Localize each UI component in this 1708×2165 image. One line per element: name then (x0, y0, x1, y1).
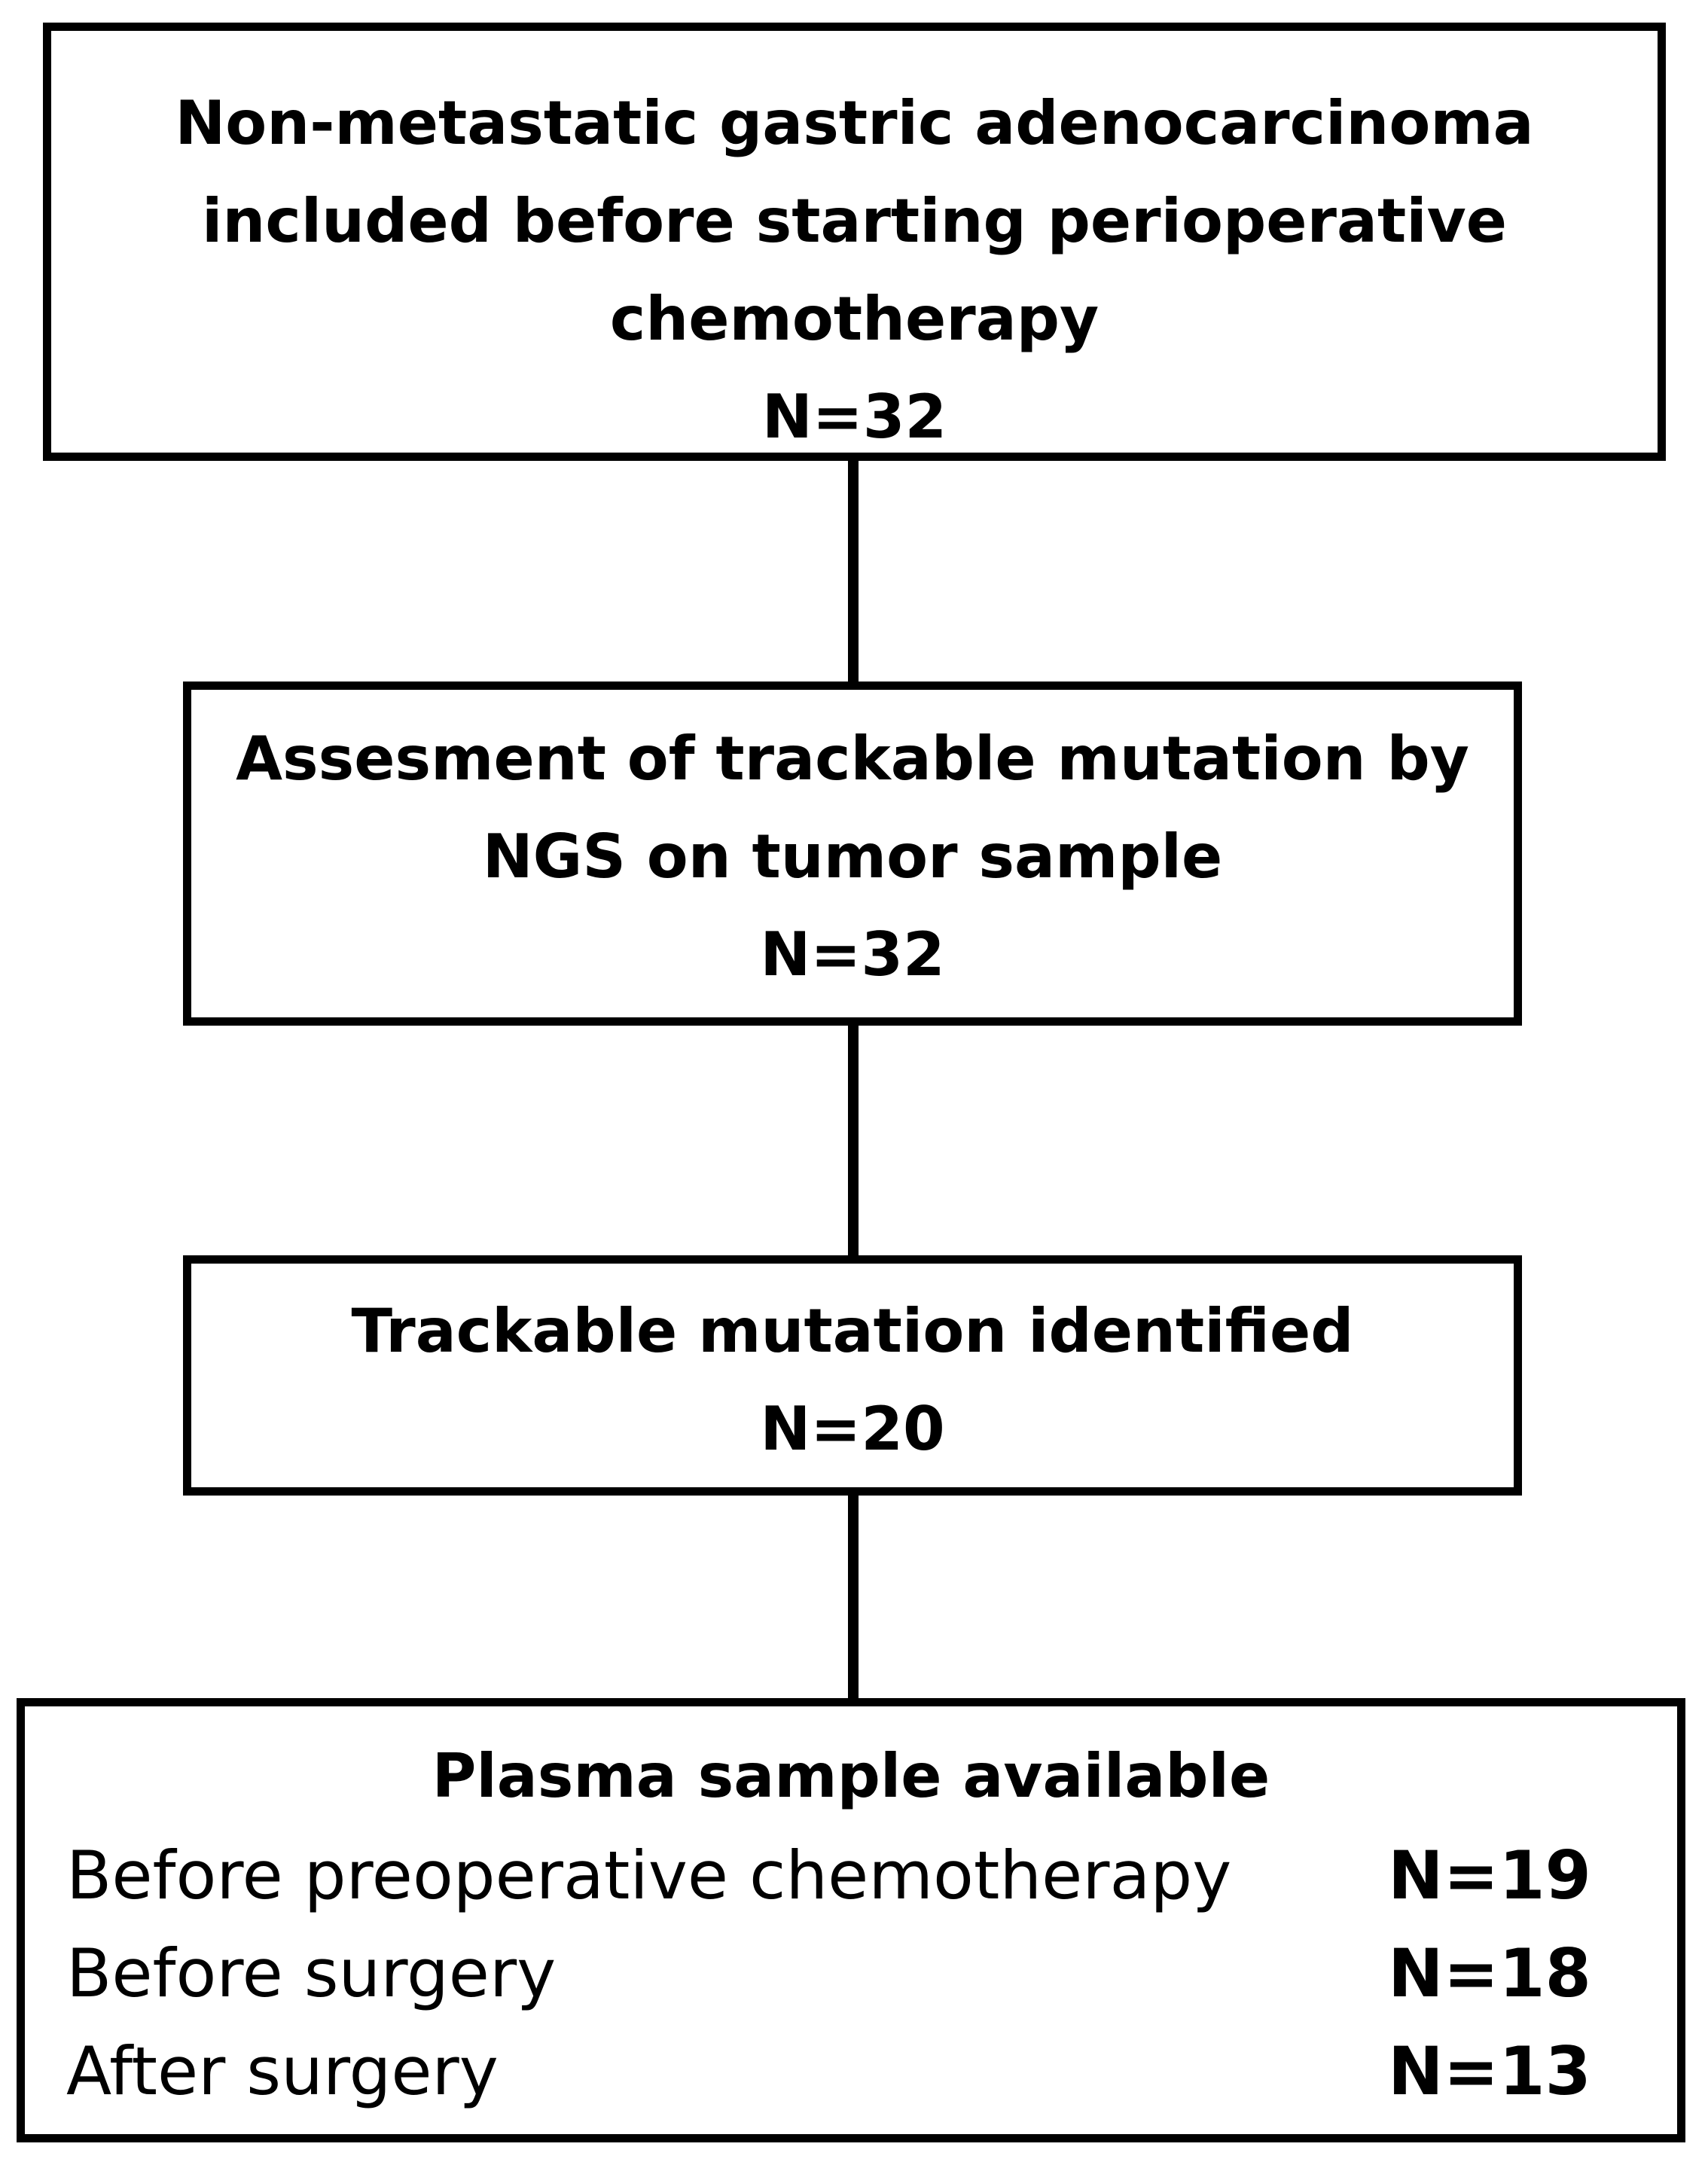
connector-assessment-to-identified (848, 1026, 859, 1255)
assessment-text-line-1: Assesment of trackable mutation by (236, 724, 1469, 794)
inclusion-text-line-3: chemotherapy (609, 284, 1100, 354)
assessment-count: N=32 (760, 919, 945, 989)
connector-inclusion-to-assessment (848, 461, 859, 682)
identified-box: Trackable mutation identified N=20 (183, 1255, 1522, 1496)
plasma-title: Plasma sample available (432, 1741, 1270, 1811)
connector-identified-to-plasma (848, 1496, 859, 1698)
assessment-text-line-2: NGS on tumor sample (482, 822, 1223, 892)
plasma-row-count: N=18 (1388, 1935, 1591, 2012)
plasma-row-label: Before surgery (66, 1935, 557, 2012)
inclusion-count: N=32 (761, 382, 947, 452)
assessment-box: Assesment of trackable mutation by NGS o… (183, 682, 1522, 1026)
plasma-row-label: Before preoperative chemotherapy (66, 1837, 1232, 1914)
plasma-row: After surgery N=13 (66, 2023, 1636, 2121)
plasma-rows: Before preoperative chemotherapy N=19 Be… (66, 1827, 1636, 2121)
plasma-row-count: N=19 (1388, 1837, 1591, 1914)
inclusion-box: Non-metastatic gastric adenocarcinoma in… (43, 23, 1666, 461)
plasma-box: Plasma sample available Before preoperat… (17, 1698, 1685, 2142)
plasma-row: Before surgery N=18 (66, 1925, 1636, 2023)
inclusion-text-line-1: Non-metastatic gastric adenocarcinoma (175, 88, 1534, 158)
plasma-row-count: N=13 (1388, 2032, 1591, 2110)
inclusion-text-line-2: included before starting perioperative (201, 186, 1508, 256)
plasma-row-label: After surgery (66, 2032, 499, 2110)
plasma-row: Before preoperative chemotherapy N=19 (66, 1827, 1636, 1925)
identified-count: N=20 (760, 1394, 945, 1464)
identified-text-line-1: Trackable mutation identified (351, 1296, 1354, 1366)
